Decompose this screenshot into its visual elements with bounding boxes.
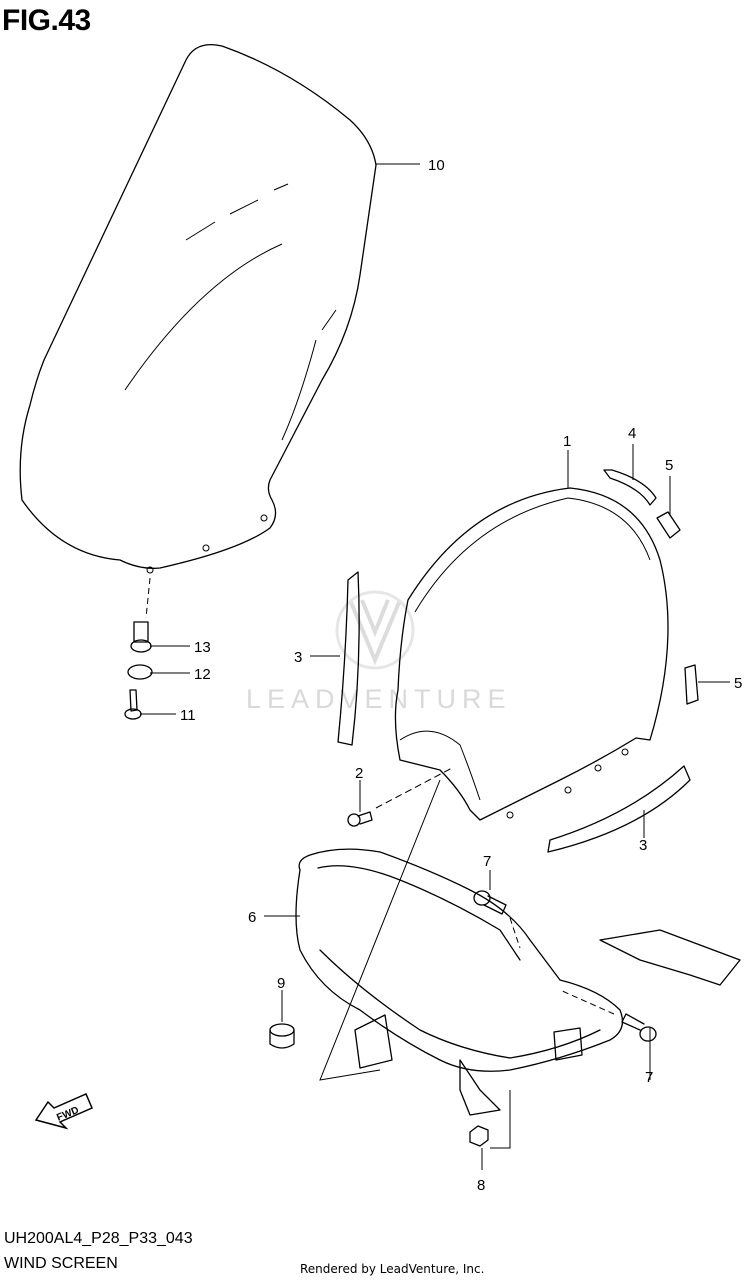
callout-2: 2 [355,765,363,782]
callout-13: 13 [194,639,211,656]
figure-title: FIG.43 [2,4,91,37]
callout-5-upper: 5 [665,457,673,474]
render-credit: Rendered by LeadVenture, Inc. [300,1262,485,1276]
callout-11: 11 [180,707,196,724]
callout-3-right: 3 [639,837,647,854]
nut-part-8[interactable] [469,1090,511,1149]
callout-12: 12 [194,666,211,683]
bracket-part-6[interactable] [295,779,741,1116]
callout-5-lower: 5 [734,675,742,692]
bolt-part-7-upper[interactable] [473,890,521,949]
diagram-name: WIND SCREEN [4,1255,118,1272]
washer-part-12[interactable] [127,664,153,680]
callout-10: 10 [428,157,445,174]
seal-strip-part-4[interactable] [603,469,657,506]
damper-part-9[interactable] [269,1023,295,1049]
callout-3-left: 3 [294,649,302,666]
meter-cover-part-1[interactable] [394,487,669,821]
callout-9: 9 [277,975,285,992]
watermark-text: LEADVENTURE [246,684,512,714]
callout-4: 4 [628,425,636,442]
grommet-part-13[interactable] [130,621,152,653]
callout-8: 8 [477,1177,485,1194]
screw-part-11[interactable] [124,689,142,720]
cushion-part-5-upper[interactable] [656,511,681,539]
assembly-dashed-line [145,577,151,619]
windscreen-part-10[interactable] [19,43,377,574]
trim-part-3-right[interactable] [547,765,691,853]
bolt-part-7-lower[interactable] [559,989,657,1042]
diagram-code: UH200AL4_P28_P33_043 [4,1230,193,1247]
callout-6: 6 [248,909,256,926]
fwd-arrow-icon: FWD [34,1093,93,1130]
trim-part-3-left[interactable] [337,571,360,746]
screw-part-2[interactable] [347,767,453,827]
callout-7-upper: 7 [483,853,491,870]
callout-7-lower: 7 [645,1069,653,1086]
callout-1: 1 [563,433,571,450]
leadventure-watermark: LEADVENTURE [246,590,512,714]
cushion-part-5-lower[interactable] [684,664,699,705]
